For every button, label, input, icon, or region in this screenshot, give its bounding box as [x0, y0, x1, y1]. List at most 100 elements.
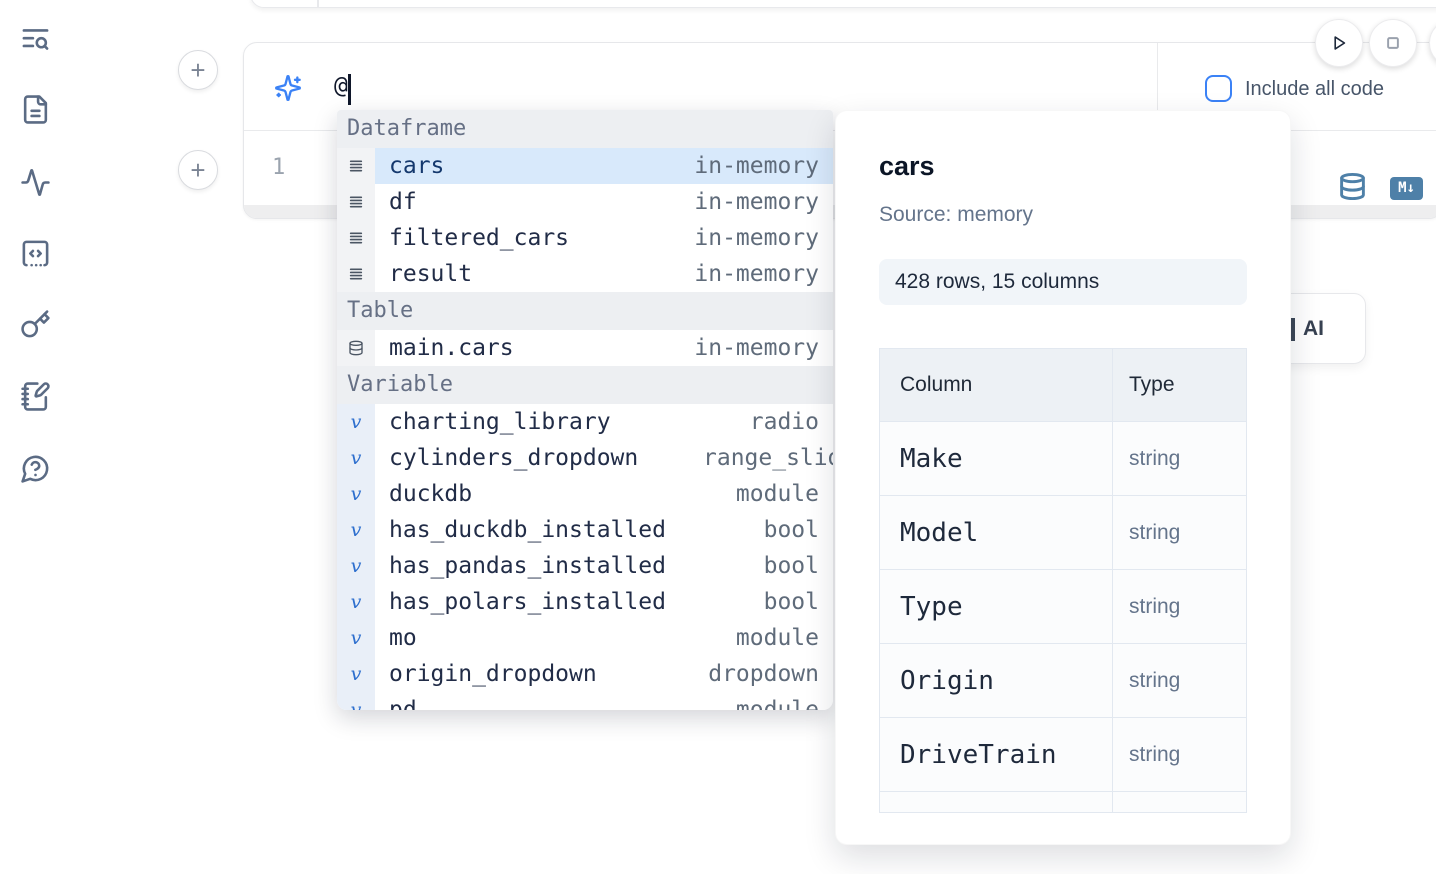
variable-icon: v [337, 692, 375, 710]
autocomplete-item-main.cars[interactable]: main.cars in-memory [337, 330, 833, 366]
ai-button-label: AI [1303, 317, 1324, 340]
column-type: string [1129, 446, 1181, 470]
variable-icon: v [337, 620, 375, 656]
ai-prompt-input[interactable]: @ [334, 73, 348, 99]
popup-source: Source: memory [879, 203, 1034, 226]
dataframe-rows-icon [337, 256, 375, 292]
autocomplete-item-name: has_pandas_installed [389, 553, 666, 579]
column-name: Model [900, 517, 979, 548]
autocomplete-item-name: df [389, 189, 417, 215]
popup-title: cars [879, 151, 935, 181]
variable-icon: v [337, 440, 375, 476]
play-icon [1334, 36, 1346, 50]
autocomplete-item-type: dropdown [708, 661, 819, 687]
autocomplete-item-type: in-memory [694, 189, 819, 215]
variable-icon: v [337, 512, 375, 548]
autocomplete-item-type: bool [763, 517, 819, 543]
autocomplete-item-name: has_polars_installed [389, 589, 666, 615]
autocomplete-item-type: module [735, 625, 819, 651]
column-type: string [1129, 520, 1181, 544]
line-number: 1 [272, 155, 286, 180]
autocomplete-item-name: duckdb [389, 481, 473, 507]
sql-cell-icon[interactable] [1338, 171, 1367, 202]
autocomplete-item-type: module [735, 697, 819, 710]
column-name: Origin [900, 665, 994, 696]
schema-table-row: Model string [880, 496, 1246, 570]
schema-table-row-clipped [880, 792, 1246, 812]
popup-summary-badge: 428 rows, 15 columns [879, 259, 1247, 305]
autocomplete-item-name: cars [389, 153, 445, 179]
notebook-pen-icon[interactable] [20, 381, 51, 412]
column-name: DriveTrain [900, 739, 1057, 770]
list-search-icon[interactable] [20, 24, 51, 55]
variable-icon: v [337, 584, 375, 620]
column-type: string [1129, 594, 1181, 618]
autocomplete-item-pd[interactable]: v pd module [337, 692, 833, 710]
code-square-icon[interactable] [20, 238, 51, 269]
autocomplete-item-origin_dropdown[interactable]: v origin_dropdown dropdown [337, 656, 833, 692]
autocomplete-item-type: in-memory [694, 153, 819, 179]
autocomplete-section-variable: Variable [337, 366, 833, 404]
sparkles-icon [274, 74, 302, 102]
variable-icon: v [337, 476, 375, 512]
autocomplete-item-name: charting_library [389, 409, 611, 435]
file-text-icon[interactable] [20, 94, 51, 125]
autocomplete-item-name: main.cars [389, 335, 514, 361]
autocomplete-item-name: mo [389, 625, 417, 651]
markdown-cell-icon[interactable]: M↓ [1390, 177, 1423, 200]
autocomplete-item-cars[interactable]: cars in-memory [337, 148, 833, 184]
add-cell-button-bottom[interactable]: + [178, 150, 218, 190]
previous-cell-edge [250, 0, 1436, 8]
add-cell-button-top[interactable]: + [178, 50, 218, 90]
column-name: Make [900, 443, 963, 474]
text-caret [348, 74, 351, 105]
run-cell-button[interactable] [1315, 19, 1363, 67]
autocomplete-item-type: in-memory [694, 335, 819, 361]
autocomplete-item-name: origin_dropdown [389, 661, 597, 687]
schema-table-row: Make string [880, 422, 1246, 496]
column-type: string [1129, 668, 1181, 692]
variable-icon: v [337, 404, 375, 440]
autocomplete-item-type: module [735, 481, 819, 507]
activity-icon[interactable] [20, 167, 51, 198]
include-all-code-checkbox[interactable] [1205, 75, 1232, 102]
column-name: Type [900, 591, 963, 622]
code-editor[interactable]: 1 M↓ [244, 131, 1436, 207]
autocomplete-section-dataframe: Dataframe [337, 110, 833, 148]
autocomplete-item-name: pd [389, 697, 417, 710]
include-all-code-label: Include all code [1245, 78, 1384, 100]
stop-button[interactable] [1369, 19, 1417, 67]
sidebar [0, 0, 70, 874]
autocomplete-item-df[interactable]: df in-memory [337, 184, 833, 220]
help-chat-icon[interactable] [20, 453, 51, 484]
dataframe-rows-icon [337, 220, 375, 256]
type-header: Type [1129, 373, 1175, 396]
autocomplete-item-type: in-memory [694, 225, 819, 251]
column-type: string [1129, 742, 1181, 766]
database-icon [337, 330, 375, 366]
schema-table-row: DriveTrain string [880, 718, 1246, 792]
dataframe-preview-popup: cars Source: memory 428 rows, 15 columns… [835, 110, 1291, 845]
key-icon[interactable] [20, 309, 51, 340]
schema-table-row: Origin string [880, 644, 1246, 718]
autocomplete-item-name: result [389, 261, 473, 287]
autocomplete-item-type: range_slider [703, 445, 833, 471]
autocomplete-section-table: Table [337, 292, 833, 330]
variable-icon: v [337, 656, 375, 692]
schema-table-row: Type string [880, 570, 1246, 644]
dataframe-rows-icon [337, 148, 375, 184]
dataframe-rows-icon [337, 184, 375, 220]
